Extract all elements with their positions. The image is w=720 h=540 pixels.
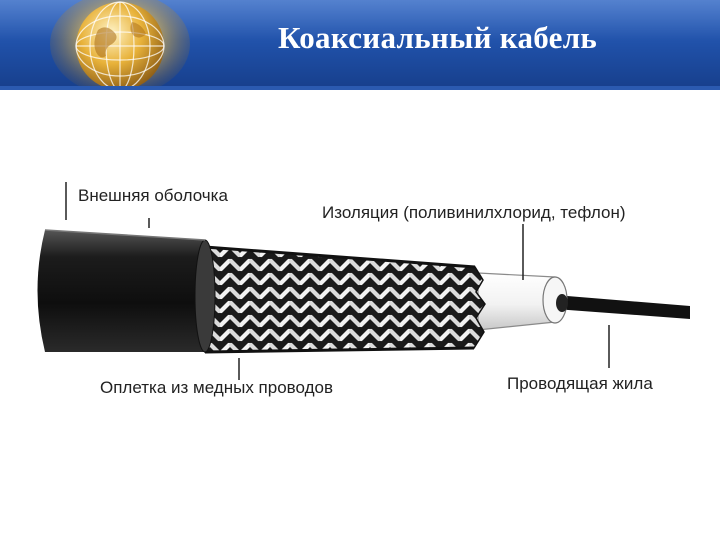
label-outer-jacket: Внешняя оболочка [78,186,228,205]
slide-header: Коаксиальный кабель [0,0,720,88]
globe-icon [50,0,190,88]
label-core: Проводящая жила [507,374,653,393]
jacket-edge [194,239,216,353]
outer-jacket [37,230,212,352]
label-braid: Оплетка из медных проводов [100,378,333,397]
core-wire [555,295,690,319]
core-end [556,294,568,312]
coaxial-cable-diagram [37,182,690,380]
slide-title: Коаксиальный кабель [278,20,598,55]
copper-braid [204,246,486,353]
header-divider [0,86,720,90]
label-insulation: Изоляция (поливинилхлорид, тефлон) [322,203,626,222]
